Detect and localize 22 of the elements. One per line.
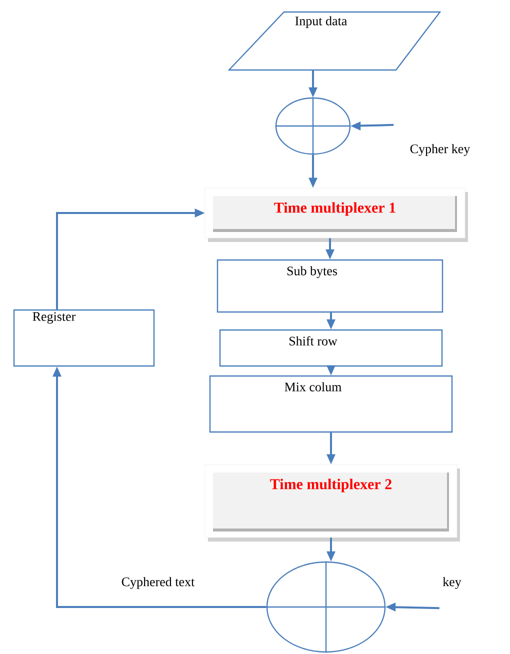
- arrow: [326, 312, 336, 330]
- multiplexer-box: Time multiplexer 1: [204, 188, 468, 242]
- arrow: [52, 366, 266, 608]
- process-box: Shift row: [219, 329, 443, 367]
- arrow: [308, 154, 318, 188]
- xor-circle: [266, 560, 386, 654]
- input-label: key: [442, 577, 462, 589]
- process-box: Mix colum: [209, 375, 453, 433]
- arrow: [326, 238, 334, 260]
- multiplexer-box: Time multiplexer 2: [204, 464, 460, 542]
- edge-label: Cyphered text: [120, 576, 196, 590]
- process-box: Sub bytes: [216, 259, 444, 313]
- xor-circle: [274, 96, 352, 156]
- arrow: [326, 432, 336, 464]
- process-box: Register: [13, 309, 155, 367]
- arrow: [386, 602, 440, 612]
- input-label: Cypher key: [410, 144, 470, 156]
- arrow: [350, 122, 394, 130]
- arrow: [326, 538, 336, 562]
- arrow: [56, 208, 205, 310]
- arrow: [326, 365, 336, 376]
- arrow: [308, 70, 318, 98]
